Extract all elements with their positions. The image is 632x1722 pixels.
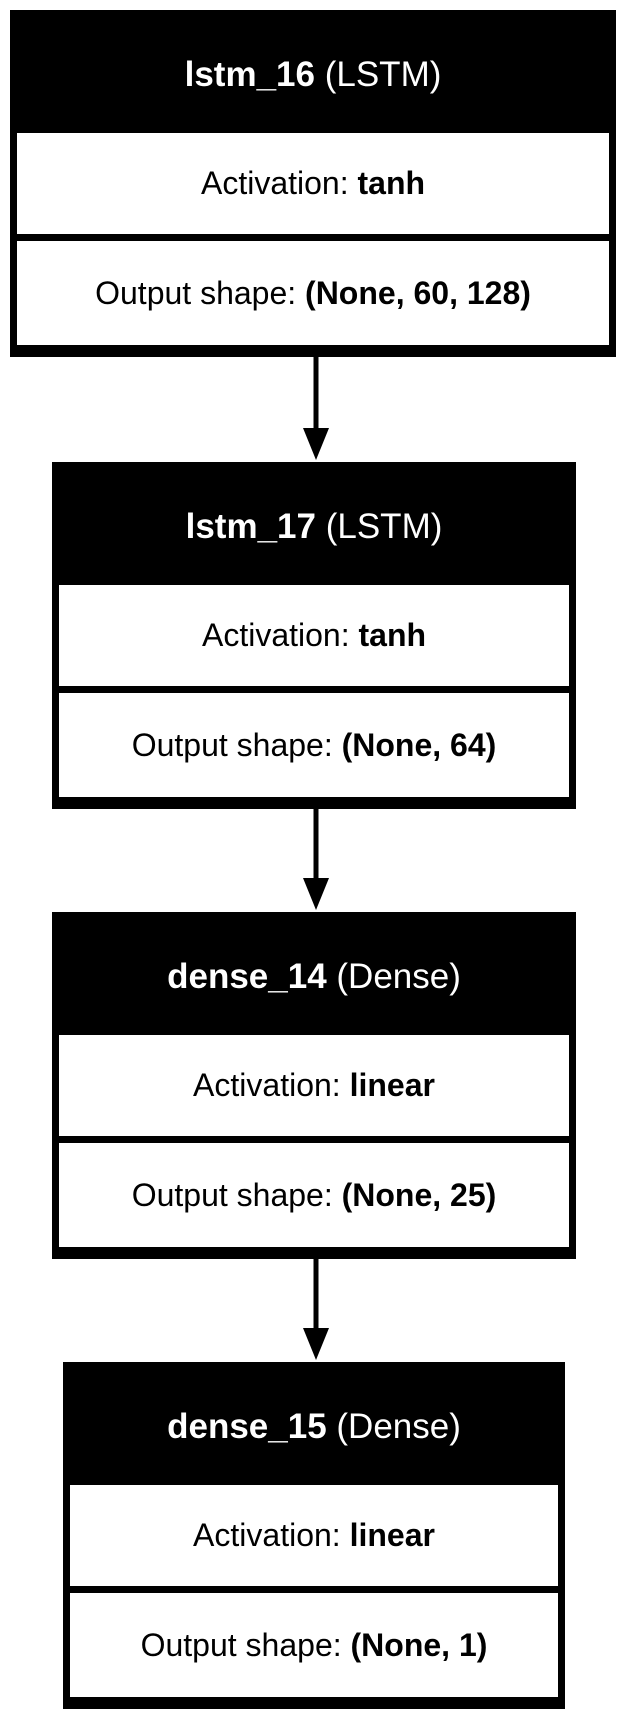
activation-row: Activation: tanh <box>17 133 609 234</box>
output-shape-label: Output shape: <box>95 274 297 311</box>
activation-label: Activation: <box>201 617 350 653</box>
activation-row: Activation: linear <box>59 1035 569 1136</box>
layer-name: lstm_17 <box>185 507 316 546</box>
layer-name: lstm_16 <box>184 55 315 94</box>
output-shape-row: Output shape: (None, 64) <box>59 693 569 797</box>
output-shape-row: Output shape: (None, 25) <box>59 1143 569 1247</box>
arrow-dense14-to-dense15 <box>303 1259 329 1360</box>
layer-header: lstm_16 (LSTM) <box>17 17 609 133</box>
output-shape-value: (None, 1) <box>350 1626 488 1663</box>
activation-value: linear <box>349 1067 435 1103</box>
output-shape-value: (None, 64) <box>341 726 497 763</box>
activation-value: tanh <box>358 617 427 653</box>
layer-type: (LSTM) <box>324 55 442 94</box>
output-shape-label: Output shape: <box>131 726 333 763</box>
output-shape-label: Output shape: <box>131 1176 333 1213</box>
output-shape-value: (None, 25) <box>341 1176 497 1213</box>
layer-type: (Dense) <box>336 957 461 996</box>
output-shape-label: Output shape: <box>140 1626 342 1663</box>
layer-node-dense-15: dense_15 (Dense) Activation: linear Outp… <box>63 1362 565 1709</box>
layer-name: dense_14 <box>167 957 327 996</box>
output-shape-row: Output shape: (None, 1) <box>70 1593 558 1697</box>
layer-type: (Dense) <box>336 1407 461 1446</box>
layer-type: (LSTM) <box>325 507 443 546</box>
layer-node-lstm-17: lstm_17 (LSTM) Activation: tanh Output s… <box>52 462 576 809</box>
layer-node-dense-14: dense_14 (Dense) Activation: linear Outp… <box>52 912 576 1259</box>
activation-row: Activation: tanh <box>59 585 569 686</box>
layer-header: dense_14 (Dense) <box>59 919 569 1035</box>
layer-node-lstm-16: lstm_16 (LSTM) Activation: tanh Output s… <box>10 10 616 357</box>
layer-header: dense_15 (Dense) <box>70 1369 558 1485</box>
activation-label: Activation: <box>200 165 349 201</box>
arrow-lstm16-to-lstm17 <box>303 357 329 460</box>
activation-value: tanh <box>357 165 426 201</box>
activation-label: Activation: <box>193 1067 341 1103</box>
layer-header: lstm_17 (LSTM) <box>59 469 569 585</box>
layer-name: dense_15 <box>167 1407 327 1446</box>
output-shape-row: Output shape: (None, 60, 128) <box>17 241 609 345</box>
output-shape-value: (None, 60, 128) <box>305 274 531 311</box>
activation-row: Activation: linear <box>70 1485 558 1586</box>
arrow-lstm17-to-dense14 <box>303 809 329 910</box>
activation-label: Activation: <box>193 1517 341 1553</box>
activation-value: linear <box>349 1517 435 1553</box>
